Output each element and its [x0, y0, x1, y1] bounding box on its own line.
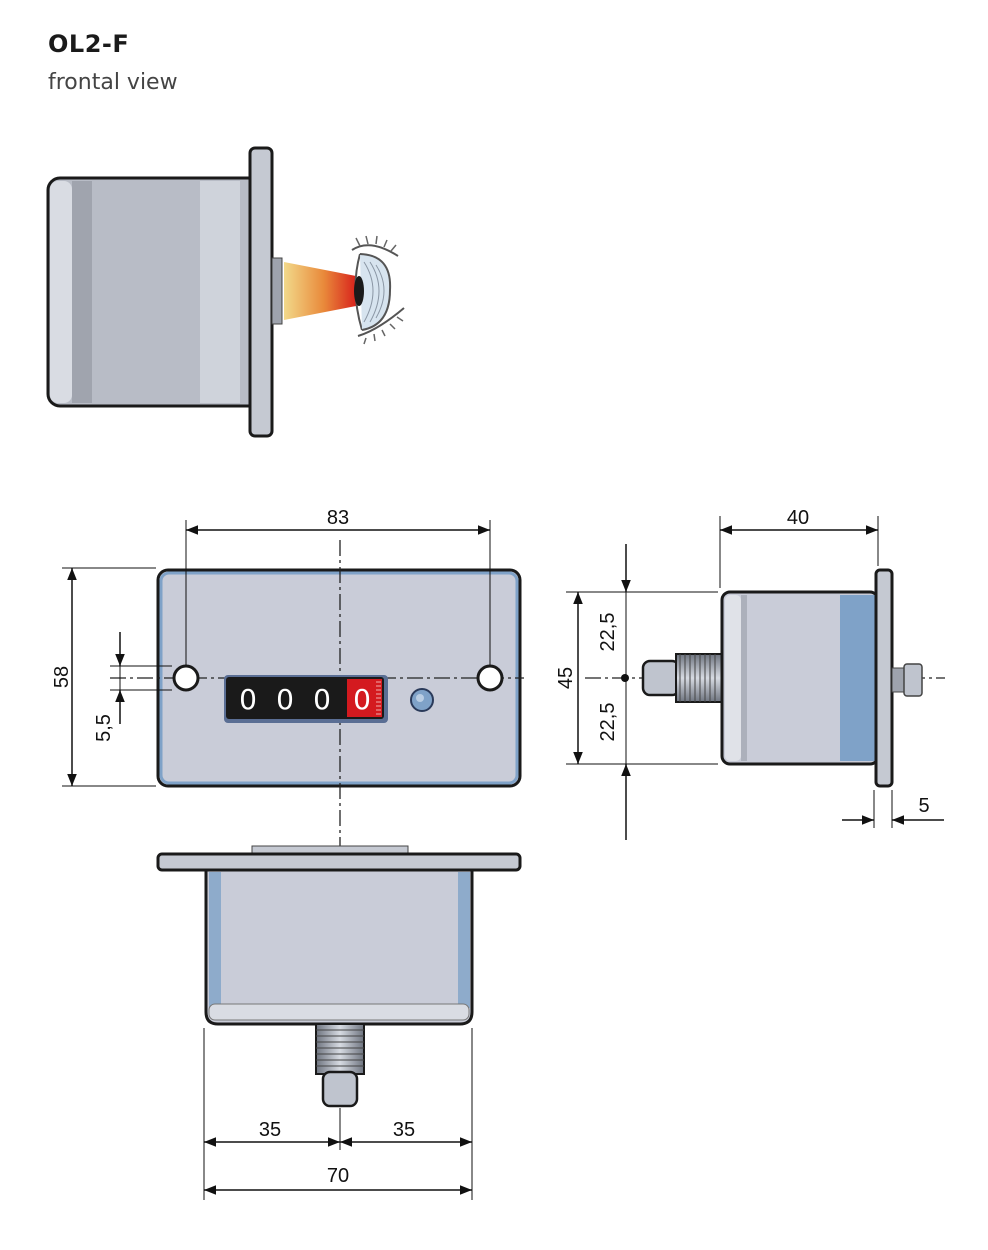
frontal-view-illustration: [46, 146, 405, 438]
dimension-22-5-lower: 22,5: [597, 703, 619, 742]
counter-digit-2: 0: [276, 683, 294, 716]
viewing-beam: [284, 262, 356, 320]
dimension-58: 58: [51, 666, 73, 688]
dimension-5: 5: [918, 795, 929, 817]
side-thread: [675, 653, 723, 703]
housing-cap: [50, 181, 72, 403]
counter-window: [226, 677, 384, 719]
dimension-40: 40: [787, 507, 809, 529]
front-view: 0 0 0 0 83 58 5,5: [51, 507, 524, 1105]
counter-digit-3: 0: [313, 683, 331, 716]
dimension-5-5: 5,5: [93, 714, 115, 742]
eye-icon: [351, 235, 405, 345]
mounting-hole-right: [476, 664, 504, 692]
top-flange: [156, 852, 522, 872]
product-title: OL2-F: [48, 30, 130, 58]
top-body: [204, 868, 474, 1026]
top-knob: [321, 1070, 359, 1108]
dimension-83: 83: [327, 507, 349, 529]
counter-digit-4: 0: [353, 683, 371, 716]
dimension-35-right: 35: [393, 1119, 415, 1141]
side-flange: [874, 568, 894, 788]
dimension-22-5-upper: 22,5: [597, 613, 619, 652]
dimension-70: 70: [327, 1165, 349, 1187]
front-flange: [248, 146, 274, 438]
view-subtitle: frontal view: [48, 70, 178, 95]
dimension-45: 45: [555, 667, 577, 689]
dimension-35-left: 35: [259, 1119, 281, 1141]
side-view: 40 45 22,5 22,5 5: [555, 507, 945, 840]
mounting-hole-left: [172, 664, 200, 692]
top-view: 35 35 70: [156, 845, 522, 1200]
counter-digit-1: 0: [239, 683, 257, 716]
side-knob: [641, 659, 681, 697]
